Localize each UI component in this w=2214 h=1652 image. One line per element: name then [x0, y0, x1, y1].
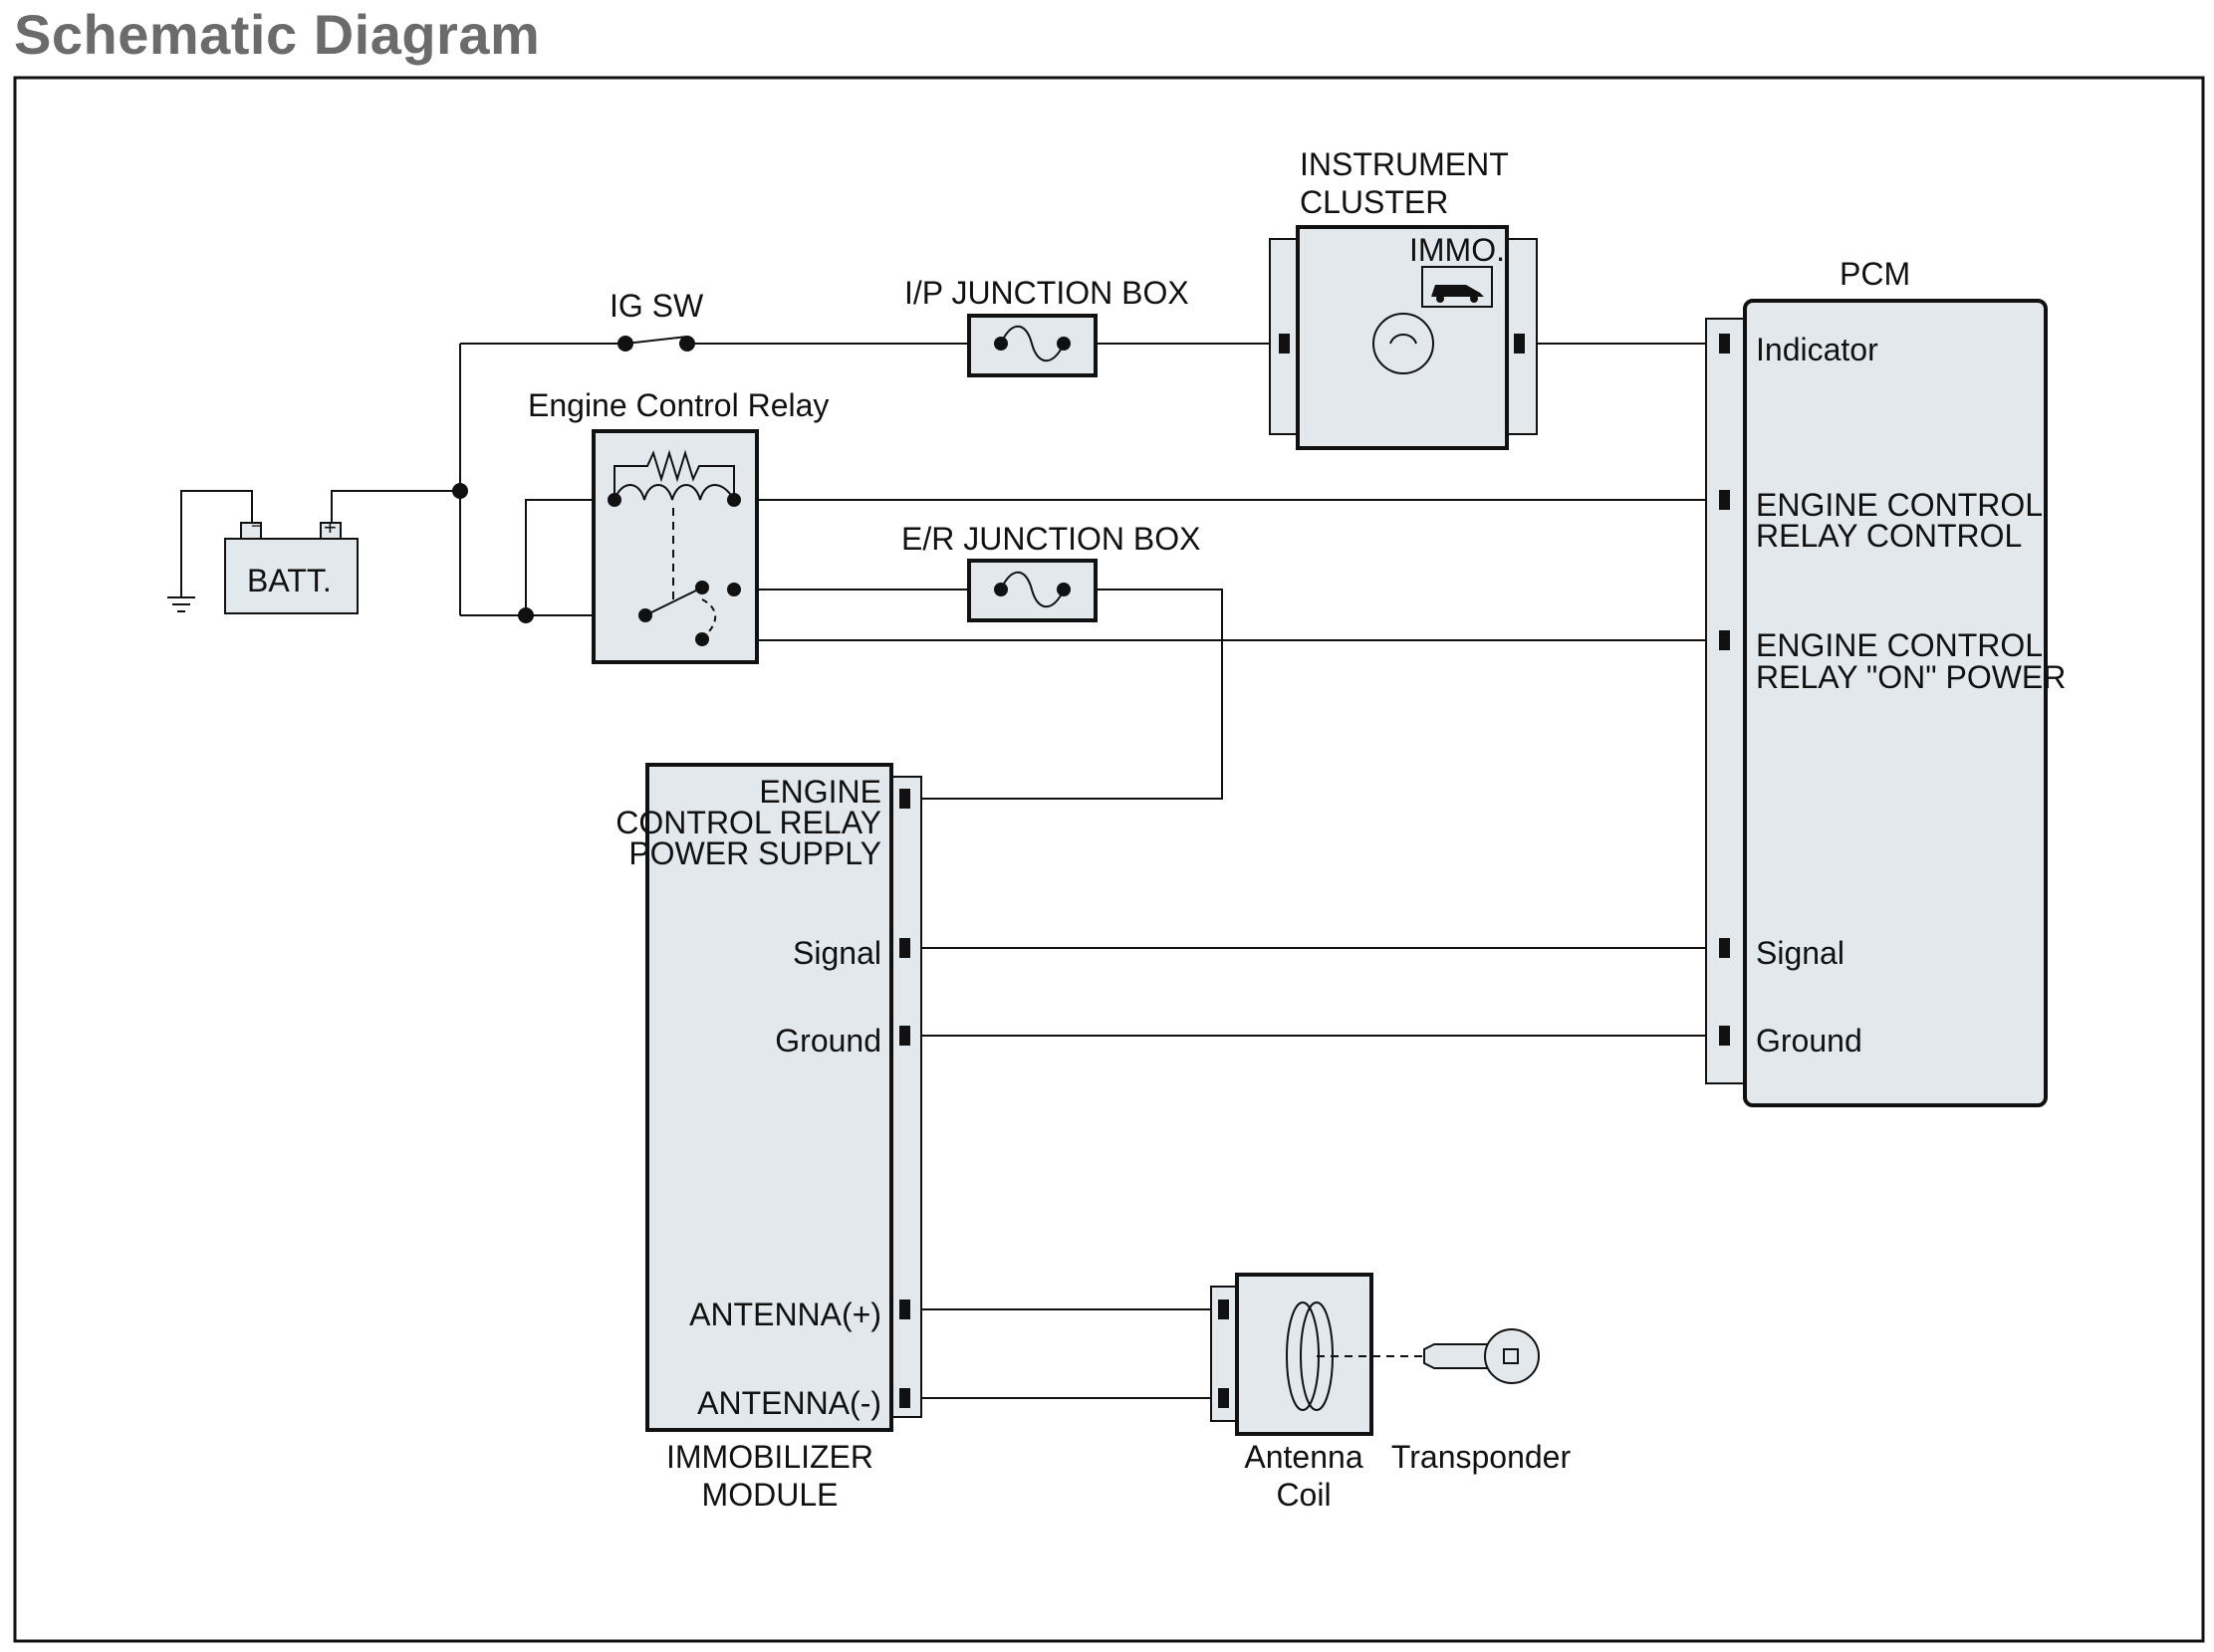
- engine-control-relay: Engine Control Relay: [528, 387, 829, 664]
- ip-junction-box: I/P JUNCTION BOX: [904, 275, 1189, 377]
- immo-antenna-neg-label: ANTENNA(-): [697, 1385, 881, 1421]
- battery-positive-terminal: [320, 522, 342, 540]
- junction-dots: [452, 483, 534, 623]
- diagram-frame: [13, 76, 2205, 1643]
- minus-icon: −: [251, 516, 262, 536]
- antenna-coil-label-2: Coil: [1276, 1477, 1331, 1513]
- pcm-ecr-on-power-label-1: ENGINE CONTROL: [1756, 627, 2043, 663]
- immo-antenna-pos-label: ANTENNA(+): [689, 1297, 881, 1332]
- immo-label: IMMO.: [1409, 232, 1505, 268]
- pcm-ecr-control-label-1: ENGINE CONTROL: [1756, 487, 2043, 523]
- immo-module-label-1: IMMOBILIZER: [666, 1439, 873, 1475]
- immo-ecr-ps-label-1: ENGINE: [759, 774, 881, 810]
- instrument-cluster-label-2: CLUSTER: [1300, 184, 1448, 220]
- er-junction-box: E/R JUNCTION BOX: [901, 521, 1200, 622]
- indicator-lamp-icon: [1372, 313, 1434, 374]
- pcm-signal-label: Signal: [1756, 935, 1845, 971]
- wiring: [167, 336, 1725, 1399]
- pcm: PCM Indicator ENGINE CONTROL RELAY CONTR…: [1705, 256, 2066, 1107]
- pcm-indicator-label: Indicator: [1756, 332, 1878, 367]
- immobilizer-module: ENGINE CONTROL RELAY POWER SUPPLY Signal…: [615, 763, 922, 1513]
- instrument-cluster: INSTRUMENT CLUSTER IMMO.: [1269, 146, 1538, 450]
- transponder: Transponder: [1391, 1328, 1572, 1475]
- pcm-ecr-on-power-label-2: RELAY "ON" POWER: [1756, 659, 2066, 695]
- immo-module-label-2: MODULE: [702, 1477, 839, 1513]
- transponder-label: Transponder: [1391, 1439, 1572, 1475]
- immo-ecr-ps-label-3: POWER SUPPLY: [628, 835, 881, 871]
- resistor-icon: [614, 449, 735, 500]
- immo-ecr-ps-label-2: CONTROL RELAY: [615, 805, 881, 840]
- coil-icon: [614, 484, 735, 501]
- engine-control-relay-label: Engine Control Relay: [528, 387, 829, 423]
- er-junction-box-label: E/R JUNCTION BOX: [901, 521, 1200, 557]
- antenna-coil-label-1: Antenna: [1244, 1439, 1362, 1475]
- pcm-ground-label: Ground: [1756, 1023, 1862, 1059]
- battery-label: BATT.: [247, 563, 332, 598]
- immo-signal-label: Signal: [793, 935, 881, 971]
- fuse-icon: [1000, 325, 1065, 362]
- instrument-cluster-label-1: INSTRUMENT: [1300, 146, 1509, 182]
- pcm-ecr-control-label-2: RELAY CONTROL: [1756, 518, 2022, 554]
- ip-junction-box-label: I/P JUNCTION BOX: [904, 275, 1189, 311]
- battery-negative-terminal: [240, 522, 262, 540]
- battery: − + BATT.: [224, 515, 359, 614]
- key-icon: [1423, 1343, 1488, 1369]
- ig-switch: IG SW: [610, 288, 704, 352]
- fuse-icon: [1000, 571, 1065, 608]
- immo-ground-label: Ground: [775, 1023, 881, 1059]
- pcm-title: PCM: [1840, 256, 1910, 292]
- ig-switch-label: IG SW: [610, 288, 704, 324]
- antenna-coil: Antenna Coil: [1210, 1273, 1424, 1513]
- page-title: Schematic Diagram: [14, 3, 541, 66]
- plus-icon: +: [324, 515, 337, 540]
